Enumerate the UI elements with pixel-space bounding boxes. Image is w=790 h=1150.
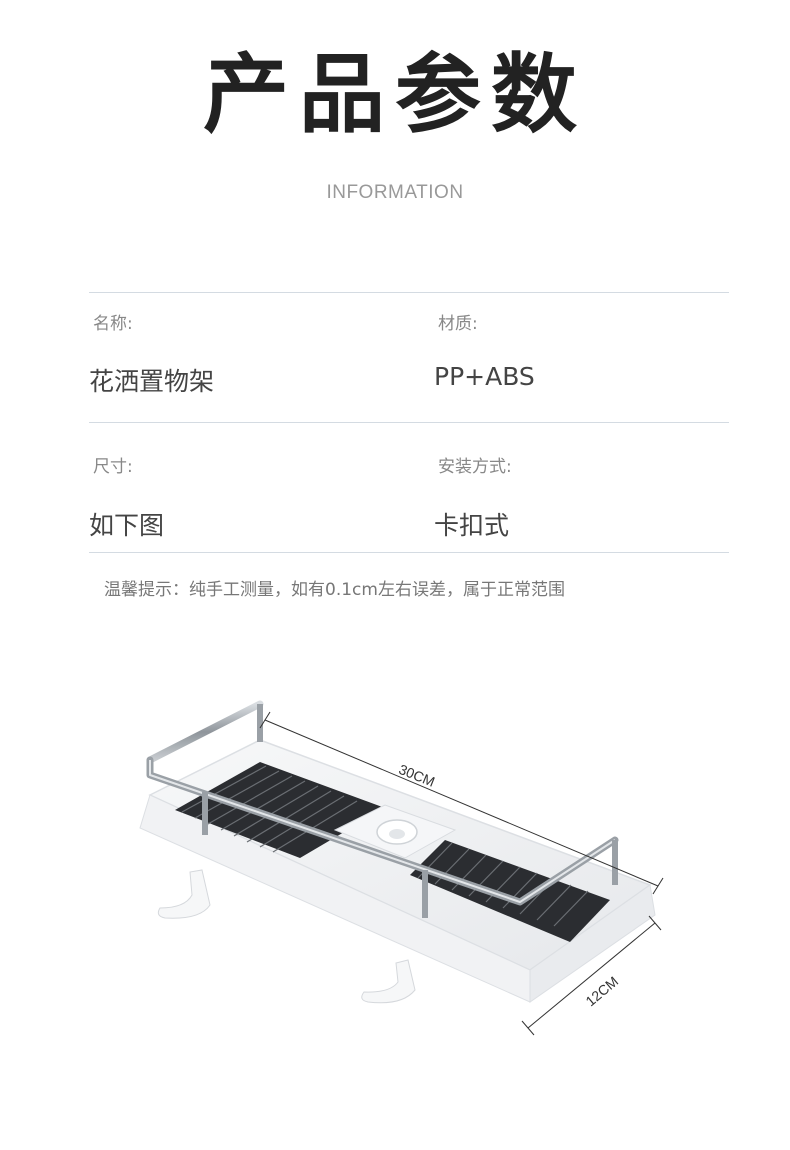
spec-label-material: 材质: — [438, 314, 478, 334]
spec-value-size: 如下图 — [89, 511, 165, 540]
grille-right — [410, 840, 610, 942]
divider — [89, 422, 729, 423]
shower-holder-icon — [333, 804, 457, 859]
hook-right-icon — [361, 959, 416, 1004]
spec-label-install: 安装方式: — [438, 457, 512, 477]
product-illustration: 30CM 12CM — [139, 700, 664, 1036]
spec-value-name: 花洒置物架 — [89, 367, 215, 396]
length-label: 30CM — [397, 761, 438, 790]
spec-label-size: 尺寸: — [93, 457, 133, 477]
divider — [89, 552, 729, 553]
metal-rail — [146, 700, 619, 918]
page-title: 产品参数 — [203, 45, 587, 145]
spec-label-name: 名称: — [93, 314, 133, 334]
hook-left-icon — [157, 869, 211, 919]
divider — [89, 292, 729, 293]
spec-value-material: PP+ABS — [434, 362, 535, 391]
page-subtitle: INFORMATION — [326, 182, 464, 203]
measurement-note: 温馨提示：纯手工测量，如有0.1cm左右误差，属于正常范围 — [104, 580, 565, 600]
spec-value-install: 卡扣式 — [434, 511, 510, 540]
